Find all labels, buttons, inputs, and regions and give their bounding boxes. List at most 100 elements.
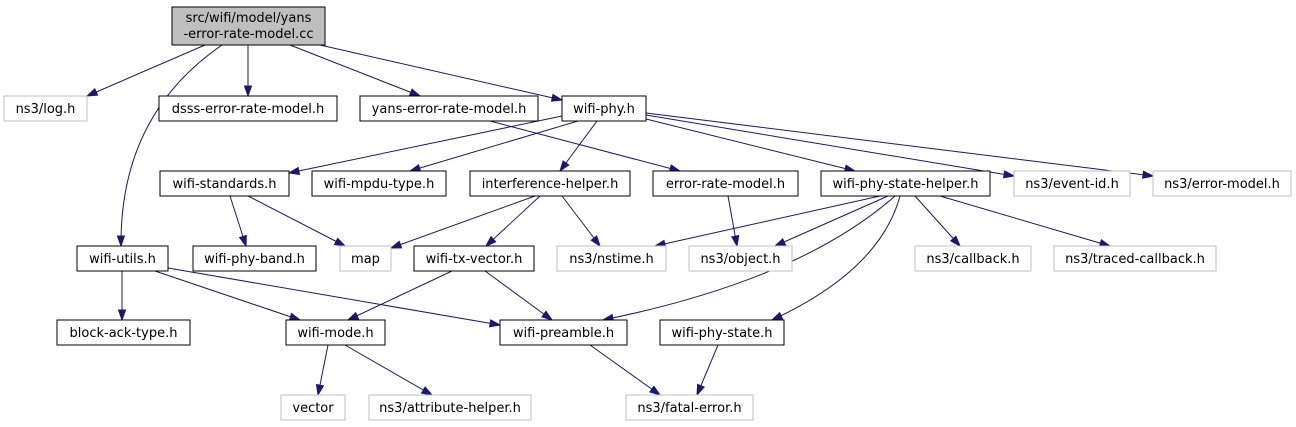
- node-label: interference-helper.h: [482, 177, 619, 192]
- node-label: wifi-tx-vector.h: [426, 252, 523, 267]
- node-label: wifi-phy-band.h: [204, 252, 305, 267]
- node-ns3-log-h[interactable]: ns3/log.h: [3, 95, 88, 122]
- node-label: wifi-phy.h: [573, 102, 635, 117]
- edge-mode-to-vector: [315, 344, 329, 397]
- edge-statehelper-to-nstime: [653, 195, 881, 248]
- edge-root-to-utils: [116, 44, 223, 248]
- node-label: wifi-phy-state.h: [671, 326, 772, 341]
- node-dsss-error-rate-model-h[interactable]: dsss-error-rate-model.h: [158, 95, 338, 122]
- edge-statehelper-to-phystate: [770, 195, 901, 321]
- edge-errrate-to-object: [727, 195, 740, 248]
- edge-interference-to-nstime: [561, 195, 601, 248]
- edge-root-to-log: [85, 44, 206, 97]
- root-label-line1: src/wifi/model/yans: [186, 11, 312, 26]
- edge-txvector-to-preamble: [484, 270, 554, 321]
- arrowhead: [333, 237, 347, 247]
- edge-root-to-dsss: [243, 45, 253, 98]
- edge-wifiphy-to-interference: [559, 120, 598, 173]
- node-label: wifi-mode.h: [297, 326, 373, 341]
- edge-wifiphy-to-mpdu: [408, 120, 579, 173]
- node-label: dsss-error-rate-model.h: [172, 102, 325, 117]
- arrowhead: [559, 160, 570, 173]
- edge-interference-to-txvector: [484, 195, 541, 248]
- edge-phystate-to-fatal: [696, 344, 719, 397]
- arrowhead: [488, 319, 502, 328]
- node-wifi-mpdu-type-h[interactable]: wifi-mpdu-type.h: [311, 170, 447, 197]
- arrowhead: [550, 93, 564, 102]
- node-error-rate-model-h[interactable]: error-rate-model.h: [652, 170, 799, 197]
- arrowhead: [541, 310, 554, 321]
- node-label: ns3/attribute-helper.h: [379, 401, 521, 416]
- node-ns3-fatal-error-h[interactable]: ns3/fatal-error.h: [625, 394, 754, 421]
- node-wifi-mode-h[interactable]: wifi-mode.h: [285, 319, 386, 346]
- arrowhead: [408, 88, 422, 97]
- node-label: ns3/nstime.h: [569, 252, 653, 267]
- node-label: ns3/object.h: [700, 252, 780, 267]
- arrowhead: [389, 240, 403, 249]
- node-label: ns3/fatal-error.h: [637, 401, 741, 416]
- arrowhead: [288, 312, 302, 321]
- node-wifi-utils-h[interactable]: wifi-utils.h: [76, 245, 169, 272]
- node-label: wifi-phy-state-helper.h: [832, 177, 978, 192]
- edge-preamble-to-fatal: [589, 344, 662, 396]
- node-label: vector: [292, 401, 334, 416]
- arrowhead: [287, 166, 301, 175]
- node-vector[interactable]: vector: [280, 394, 346, 421]
- node-interference-helper-h[interactable]: interference-helper.h: [469, 170, 631, 197]
- arrowhead: [1002, 170, 1016, 179]
- edge-root-to-wifiphy: [319, 44, 564, 102]
- node-wifi-preamble-h[interactable]: wifi-preamble.h: [499, 319, 628, 346]
- node-label: ns3/event-id.h: [1025, 177, 1119, 192]
- arrowhead: [408, 163, 422, 173]
- arrowhead: [238, 234, 247, 248]
- node-label: error-rate-model.h: [666, 177, 785, 192]
- edge-interference-to-map: [389, 195, 536, 249]
- node-ns3-error-model-h[interactable]: ns3/error-model.h: [1152, 170, 1292, 197]
- arrowhead: [85, 87, 99, 97]
- node-ns3-traced-callback-h[interactable]: ns3/traced-callback.h: [1053, 245, 1217, 272]
- node-yans-error-rate-model-cc[interactable]: src/wifi/model/yans -error-rate-model.cc: [171, 6, 326, 46]
- node-wifi-phy-state-h[interactable]: wifi-phy-state.h: [659, 319, 785, 346]
- arrowhead: [315, 383, 325, 397]
- node-label: block-ack-type.h: [70, 326, 178, 341]
- arrowhead: [346, 311, 360, 321]
- arrowhead: [770, 311, 784, 321]
- edge-utils-to-preamble: [167, 267, 502, 328]
- node-ns3-nstime-h[interactable]: ns3/nstime.h: [556, 245, 667, 272]
- edge-yans-to-errrate: [489, 120, 682, 173]
- edge-statehelper-to-callback: [914, 195, 962, 248]
- root-label-line2: -error-rate-model.cc: [183, 27, 313, 42]
- arrowhead: [420, 386, 434, 396]
- edge-statehelper-to-object: [773, 195, 889, 247]
- node-wifi-phy-state-helper-h[interactable]: wifi-phy-state-helper.h: [820, 170, 991, 197]
- edges: [85, 44, 1155, 397]
- node-block-ack-type-h[interactable]: block-ack-type.h: [56, 319, 191, 346]
- node-yans-error-rate-model-h[interactable]: yans-error-rate-model.h: [359, 95, 539, 122]
- arrowhead: [243, 85, 253, 98]
- node-label: wifi-standards.h: [173, 177, 277, 192]
- arrowhead: [949, 235, 962, 248]
- node-ns3-attribute-helper-h[interactable]: ns3/attribute-helper.h: [368, 394, 532, 421]
- node-wifi-tx-vector-h[interactable]: wifi-tx-vector.h: [413, 245, 535, 272]
- node-wifi-phy-h[interactable]: wifi-phy.h: [561, 95, 647, 122]
- edge-standards-to-band: [229, 195, 247, 248]
- arrowhead: [731, 234, 740, 248]
- node-wifi-phy-band-h[interactable]: wifi-phy-band.h: [192, 245, 317, 272]
- edge-wifiphy-to-errmodel: [645, 112, 1155, 179]
- node-ns3-callback-h[interactable]: ns3/callback.h: [914, 245, 1032, 272]
- edge-wifiphy-to-statehelper: [645, 118, 857, 173]
- edge-root-to-yans: [289, 44, 422, 97]
- arrowhead: [696, 383, 705, 397]
- node-ns3-object-h[interactable]: ns3/object.h: [688, 245, 793, 272]
- node-label: wifi-utils.h: [89, 252, 156, 267]
- arrowhead: [773, 237, 787, 247]
- arrowhead: [1142, 170, 1155, 179]
- node-label: ns3/callback.h: [926, 252, 1019, 267]
- node-label: ns3/error-model.h: [1164, 177, 1280, 192]
- node-ns3-event-id-h[interactable]: ns3/event-id.h: [1013, 170, 1131, 197]
- arrowhead: [648, 385, 662, 396]
- arrowhead: [1098, 238, 1112, 248]
- arrowhead: [116, 235, 126, 248]
- node-map[interactable]: map: [339, 245, 392, 272]
- node-wifi-standards-h[interactable]: wifi-standards.h: [159, 170, 290, 197]
